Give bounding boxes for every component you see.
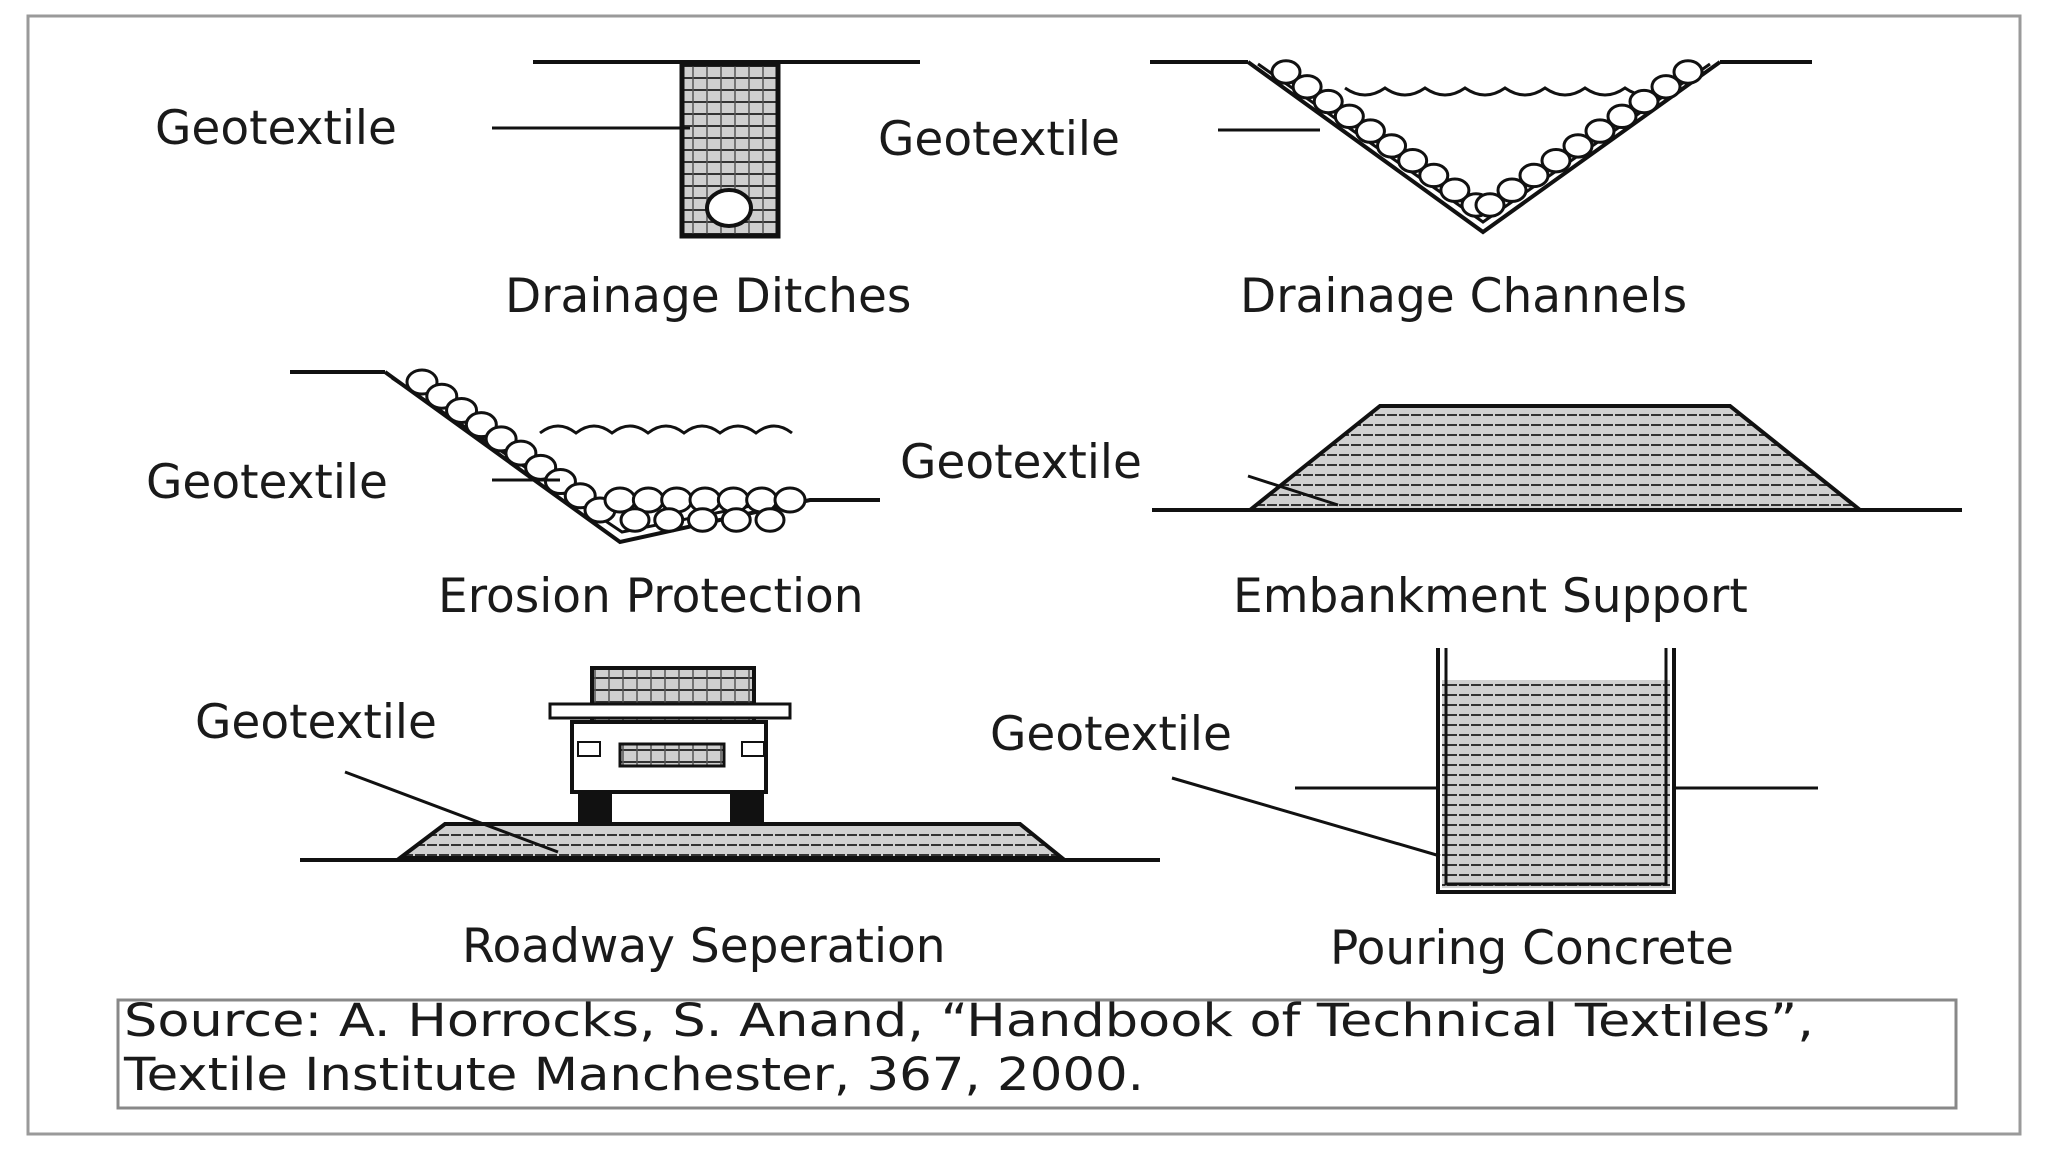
roadbed-fill [394,822,1068,860]
stone [773,486,807,514]
panel-pouring-concrete: Geotextile Pouring Concrete [990,648,1818,976]
stone [754,507,786,533]
stone [720,507,752,533]
source-line-2: Textile Institute Manchester, 367, 2000. [123,1048,1144,1101]
geotextile-label: Geotextile [878,112,1120,167]
geotextile-leader [1247,474,1339,507]
erosion-stones [405,368,807,533]
stone [1672,59,1704,85]
panel-drainage-ditches: Geotextile Drainage Ditches [155,60,920,324]
water-surface [539,424,793,435]
geotextile-label: Geotextile [155,101,397,156]
stone [1606,103,1638,130]
geotextile-leader [1171,776,1441,858]
stone [1584,118,1616,144]
stone [1650,74,1682,100]
drain-pipe [705,188,753,228]
stone [1354,118,1386,144]
caption-roadway-separation: Roadway Seperation [462,919,946,974]
panel-erosion-protection: Geotextile Erosion Protection [146,368,880,624]
source-line-1: Source: A. Horrocks, S. Anand, “Handbook… [124,994,1814,1047]
stone [1376,133,1408,159]
stone [1496,177,1528,203]
stone [1518,162,1550,189]
stone [1270,59,1302,85]
concrete-form [1436,648,1676,894]
geotextile-label: Geotextile [900,435,1142,490]
stone [1439,177,1471,203]
water-surface [1344,86,1666,97]
stone [1540,147,1572,174]
caption-drainage-ditches: Drainage Ditches [505,269,911,324]
caption-embankment-support: Embankment Support [1233,569,1748,624]
truck-icon [548,666,792,824]
stone [1562,133,1594,159]
geotextile-label: Geotextile [195,695,437,750]
stone [1474,192,1506,218]
stone [1628,88,1660,115]
concrete-form-fill [1442,680,1670,888]
channel-profile [1246,60,1722,235]
caption-pouring-concrete: Pouring Concrete [1330,921,1734,976]
stone [1418,162,1450,189]
stone [1291,74,1323,100]
panel-embankment-support: Geotextile Embankment Support [900,404,1962,624]
stone [1333,103,1365,130]
stone [619,507,651,533]
caption-erosion-protection: Erosion Protection [438,569,864,624]
stone [1312,88,1344,115]
geotextile-leader [344,770,559,854]
panel-roadway-separation: Geotextile Roadway Seperation [195,666,1160,974]
embankment-fill [1244,404,1866,512]
stone [653,507,685,533]
channel-stones [1270,59,1704,218]
source-citation: Source: A. Horrocks, S. Anand, “Handbook… [116,994,1958,1110]
geotextile-label: Geotextile [990,707,1232,762]
stone [1397,147,1429,174]
geotextile-label: Geotextile [146,455,388,510]
outer-frame [26,14,2022,1136]
caption-drainage-channels: Drainage Channels [1240,269,1687,324]
panel-drainage-channels: Geotextile Drainage Channels [878,59,1812,324]
stone [687,507,718,533]
